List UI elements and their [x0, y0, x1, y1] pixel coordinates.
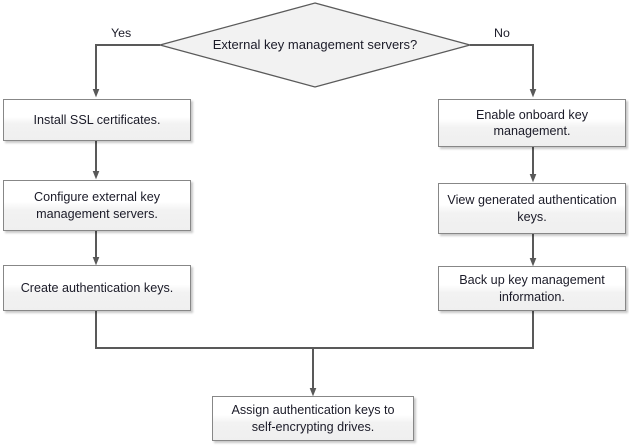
edge-yes — [92, 44, 160, 98]
decision-label: External key management servers? — [212, 37, 418, 52]
node-label: Assign authentication keys to self-encry… — [231, 403, 395, 434]
node-label: Enable onboard key management. — [475, 107, 589, 138]
node-install-ssl-certificates[interactable]: Install SSL certificates. — [3, 99, 191, 141]
node-label: View generated authentication keys. — [447, 193, 617, 224]
decision-diamond — [157, 2, 473, 88]
branch-label-yes: Yes — [111, 26, 132, 40]
branch-label-no: No — [494, 26, 510, 40]
edge-no — [470, 44, 537, 98]
edge-merge-right — [313, 311, 534, 349]
edge-merge-left — [95, 311, 313, 349]
node-label: Back up key management information. — [459, 273, 605, 304]
node-label: Create authentication keys. — [20, 280, 174, 295]
node-enable-onboard-key-management[interactable]: Enable onboard key management. — [438, 99, 626, 147]
node-assign-authentication-keys-to-self-encrypting-drives[interactable]: Assign authentication keys to self-encry… — [212, 396, 414, 441]
node-label: Install SSL certificates. — [33, 112, 161, 127]
node-back-up-key-management-information[interactable]: Back up key management information. — [438, 266, 626, 311]
node-label: Configure external key management server… — [33, 190, 160, 221]
node-view-generated-authentication-keys[interactable]: View generated authentication keys. — [438, 183, 626, 234]
node-create-authentication-keys[interactable]: Create authentication keys. — [3, 265, 191, 311]
node-configure-external-key-management-servers[interactable]: Configure external key management server… — [3, 180, 191, 231]
